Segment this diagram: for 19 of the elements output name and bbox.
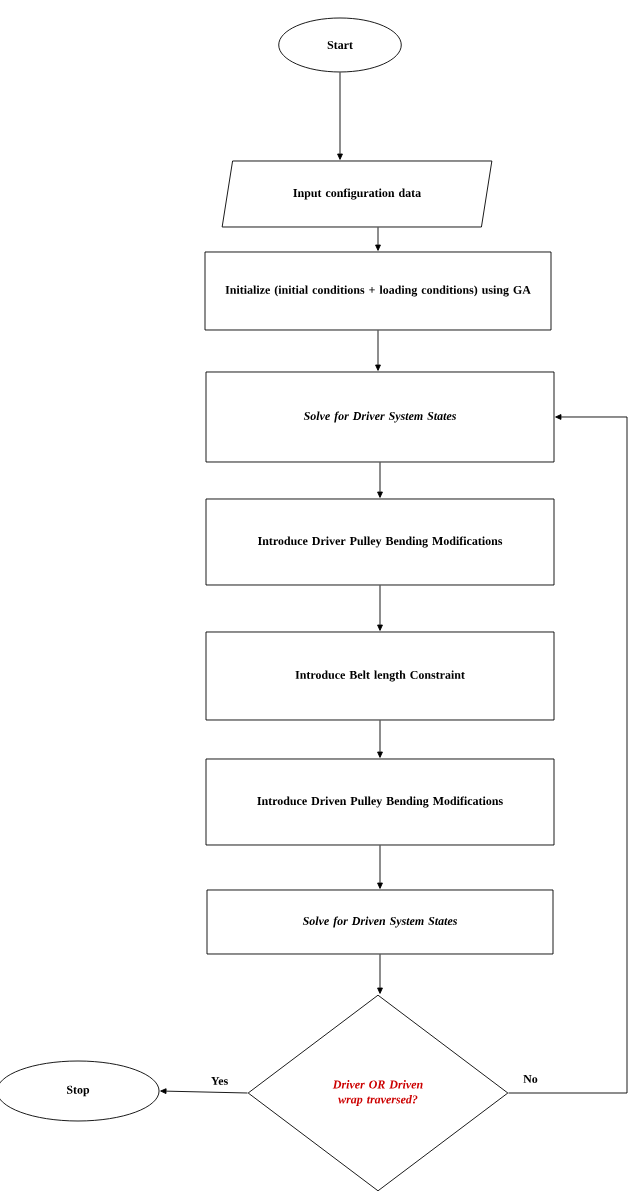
arrow xyxy=(377,954,383,994)
process-box: Introduce Belt length Constraint xyxy=(205,631,555,721)
arrow xyxy=(160,1088,248,1094)
arrow xyxy=(337,72,343,160)
arrow xyxy=(375,330,381,371)
arrow xyxy=(377,462,383,498)
process-box: Introduce Driver Pulley Bending Modifications xyxy=(205,498,555,586)
process-box: Solve for Driver System States xyxy=(205,371,555,463)
edge-label: No xyxy=(522,1074,539,1084)
edge-label: Yes xyxy=(209,1076,230,1086)
arrow xyxy=(377,585,383,631)
arrow xyxy=(377,720,383,758)
arrow xyxy=(377,845,383,889)
process-box: Solve for Driven System States xyxy=(206,889,554,955)
arrow xyxy=(375,227,381,251)
process-box: Initialize (initial conditions + loading conditions) using GA xyxy=(204,251,552,331)
input-parallelogram: Input configuration data xyxy=(221,160,493,228)
arrow xyxy=(508,414,628,1094)
process-box: Introduce Driven Pulley Bending Modifications xyxy=(205,758,555,846)
